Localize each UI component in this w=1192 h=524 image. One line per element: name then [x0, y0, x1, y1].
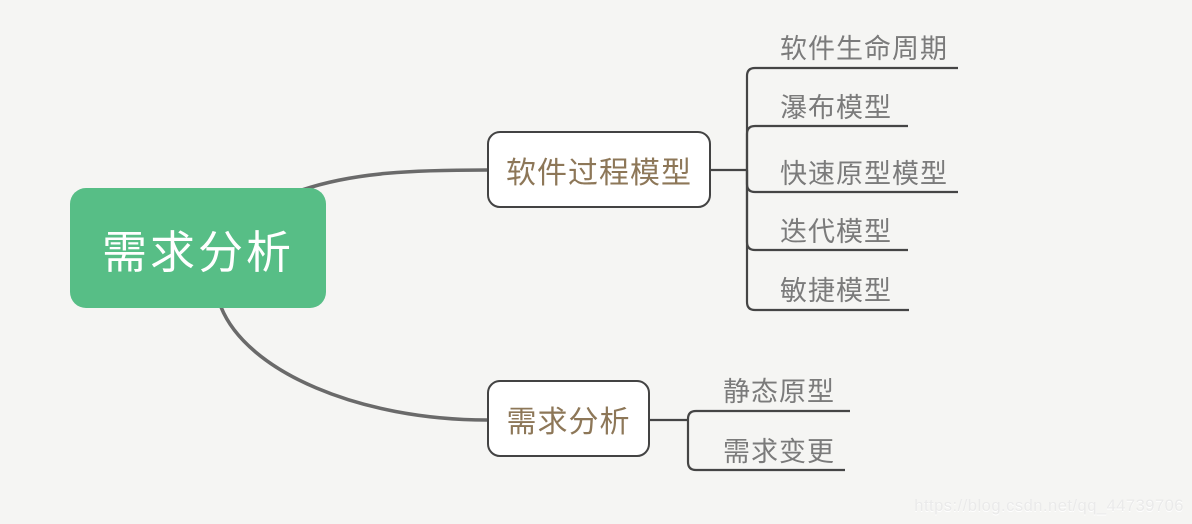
curve-root-to-branch1: [300, 168, 489, 192]
branch2-child1-line: [686, 409, 850, 420]
branch1-child1-line: [745, 66, 958, 170]
root-node[interactable]: 需求分析: [70, 188, 326, 308]
branch1-child5-line: [745, 170, 909, 312]
curve-root-to-branch2: [219, 305, 489, 422]
root-node-label: 需求分析: [101, 226, 294, 278]
watermark-url: https://blog.csdn.net/qq_44739706: [914, 497, 1184, 515]
leaf-node-software-lifecycle[interactable]: 软件生命周期: [780, 34, 948, 64]
branch1-child2-line: [745, 124, 908, 170]
leaf-node-rapid-prototype-model[interactable]: 快速原型模型: [780, 159, 948, 189]
leaf-node-waterfall-model[interactable]: 瀑布模型: [780, 93, 892, 123]
branch-node-software-process-model[interactable]: 软件过程模型: [487, 131, 711, 208]
branch-node-label: 需求分析: [506, 405, 631, 439]
leaf-node-static-prototype[interactable]: 静态原型: [723, 377, 835, 407]
branch-node-requirement-analysis[interactable]: 需求分析: [487, 380, 650, 457]
leaf-node-iterative-model[interactable]: 迭代模型: [780, 217, 892, 247]
leaf-node-requirement-change[interactable]: 需求变更: [723, 437, 835, 467]
leaf-node-agile-model[interactable]: 敏捷模型: [780, 276, 892, 306]
branch-node-label: 软件过程模型: [506, 156, 692, 190]
branch2-child2-line: [686, 420, 845, 472]
